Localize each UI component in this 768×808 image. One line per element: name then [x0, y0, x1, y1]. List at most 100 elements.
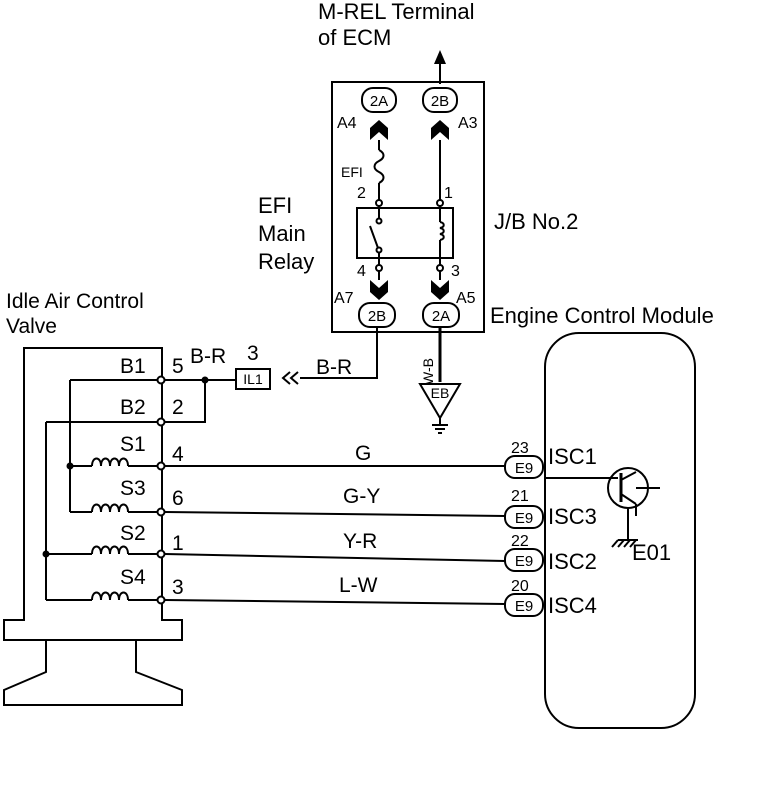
terminal-s4-pin: 3 [172, 576, 184, 599]
junction-block-outline [331, 81, 485, 333]
terminal-s2-dot [156, 549, 166, 559]
connector-a4-id: 2A [370, 93, 388, 110]
connector-a5-id: 2A [432, 308, 450, 325]
ecm-pin-isc3: 21 [511, 488, 529, 505]
iac-label-line1: Idle Air Control [6, 290, 144, 313]
terminal-a4-icon [370, 120, 388, 140]
terminal-s2-pin: 1 [172, 532, 184, 555]
br-wire-jb [300, 327, 378, 379]
switch-contact-top [375, 217, 383, 225]
ecm-connector-isc3: E9 [504, 505, 544, 529]
ecm-connector-isc3-id: E9 [515, 510, 533, 527]
valve-body-outline [3, 347, 183, 641]
relay-pin-4: 4 [357, 263, 366, 280]
ecm-outline [544, 332, 696, 729]
ecm-connector-isc2: E9 [504, 548, 544, 572]
wb-wire-label: W-B [420, 358, 436, 385]
relay-pin-1: 1 [444, 185, 453, 202]
relay-pin-3-dot [436, 264, 444, 272]
relay-label-line1: EFI [258, 193, 292, 218]
terminal-a7-icon [370, 280, 388, 300]
connector-a7-id: 2B [368, 308, 386, 325]
terminal-s4-dot [156, 595, 166, 605]
terminal-b1-pin: 5 [172, 355, 184, 378]
connector-a5-pin: A5 [456, 290, 476, 307]
ecm-signal-isc1: ISC1 [548, 444, 597, 469]
transistor-icon [545, 467, 660, 548]
connector-a3-id: 2B [431, 93, 449, 110]
terminal-s1-pin: 4 [172, 443, 184, 466]
junction-block-label: J/B No.2 [494, 209, 578, 234]
relay-pin-2-dot [375, 199, 383, 207]
coil-s4 [46, 591, 158, 601]
ecm-pin-isc4: 20 [511, 578, 529, 595]
connector-a5: 2A [422, 302, 460, 328]
signal-wire-gy [164, 511, 506, 517]
terminal-s3-label: S3 [120, 477, 146, 500]
mrel-label-line2: of ECM [318, 25, 391, 50]
mrel-arrow-icon [434, 50, 446, 64]
junction-wire-label: B-R [190, 345, 226, 368]
valve-base-outline [3, 640, 183, 706]
terminal-b1-label: B1 [120, 355, 146, 378]
mrel-label-line1: M-REL Terminal [318, 0, 474, 24]
ecm-signal-isc2: ISC2 [548, 549, 597, 574]
ecm-signal-isc3: ISC3 [548, 504, 597, 529]
iac-label-line2: Valve [6, 315, 57, 338]
ecm-pin-isc2: 22 [511, 533, 529, 550]
ecm-connector-isc1: E9 [504, 455, 544, 479]
ecm-connector-isc2-id: E9 [515, 553, 533, 570]
terminal-s1-dot [156, 461, 166, 471]
fuse-label: EFI [341, 164, 363, 180]
relay-pin-4-dot [375, 264, 383, 272]
ground-eb: EB [418, 383, 462, 434]
connector-a4: 2A [361, 87, 397, 113]
relay-label-line2: Main [258, 221, 306, 246]
ground-eb-label: EB [431, 385, 450, 401]
relay-box [356, 207, 454, 259]
connector-chevron-icon [281, 371, 299, 385]
ecm-pin-isc1: 23 [511, 440, 529, 457]
terminal-a5-icon [431, 280, 449, 300]
relay-label-line3: Relay [258, 249, 314, 274]
signal-wire-yr-label: Y-R [343, 530, 377, 553]
connector-a7-pin: A7 [334, 290, 354, 307]
terminal-b1-dot [156, 375, 166, 385]
terminal-b2-dot [156, 417, 166, 427]
switch-blade-icon [369, 225, 379, 249]
connector-il1-label: IL1 [243, 371, 263, 387]
terminal-s1-label: S1 [120, 433, 146, 456]
ground-e01-label: E01 [632, 540, 671, 565]
terminal-s3-dot [156, 507, 166, 517]
signal-wire-lw-label: L-W [339, 574, 378, 597]
junction-pin: 3 [247, 342, 259, 365]
relay-pin-2: 2 [357, 185, 366, 202]
coil-s2 [46, 545, 158, 555]
connector-a3: 2B [422, 87, 458, 113]
connector-a4-pin: A4 [337, 115, 357, 132]
b2-supply-wire [162, 380, 206, 423]
connector-a3-pin: A3 [458, 115, 478, 132]
coil-s3 [70, 503, 158, 513]
terminal-a3-icon [431, 120, 449, 140]
coil-s1 [70, 457, 158, 467]
ecm-connector-isc1-id: E9 [515, 460, 533, 477]
ecm-label: Engine Control Module [490, 303, 714, 328]
relay-pin-1-dot [436, 199, 444, 207]
terminal-s3-pin: 6 [172, 487, 184, 510]
br-wire-label-right: B-R [316, 356, 352, 379]
relay-pin-3: 3 [451, 263, 460, 280]
signal-wire-g-label: G [355, 442, 371, 465]
signal-wire-lw [164, 599, 506, 605]
terminal-s4-label: S4 [120, 566, 146, 589]
ecm-connector-isc4-id: E9 [515, 598, 533, 615]
terminal-b2-label: B2 [120, 396, 146, 419]
connector-a7: 2B [358, 302, 396, 328]
signal-wire-gy-label: G-Y [343, 485, 380, 508]
signal-wire-yr [164, 553, 506, 562]
fuse-icon [373, 149, 385, 184]
relay-coil-icon [439, 221, 445, 241]
ecm-signal-isc4: ISC4 [548, 593, 597, 618]
terminal-b2-pin: 2 [172, 396, 184, 419]
